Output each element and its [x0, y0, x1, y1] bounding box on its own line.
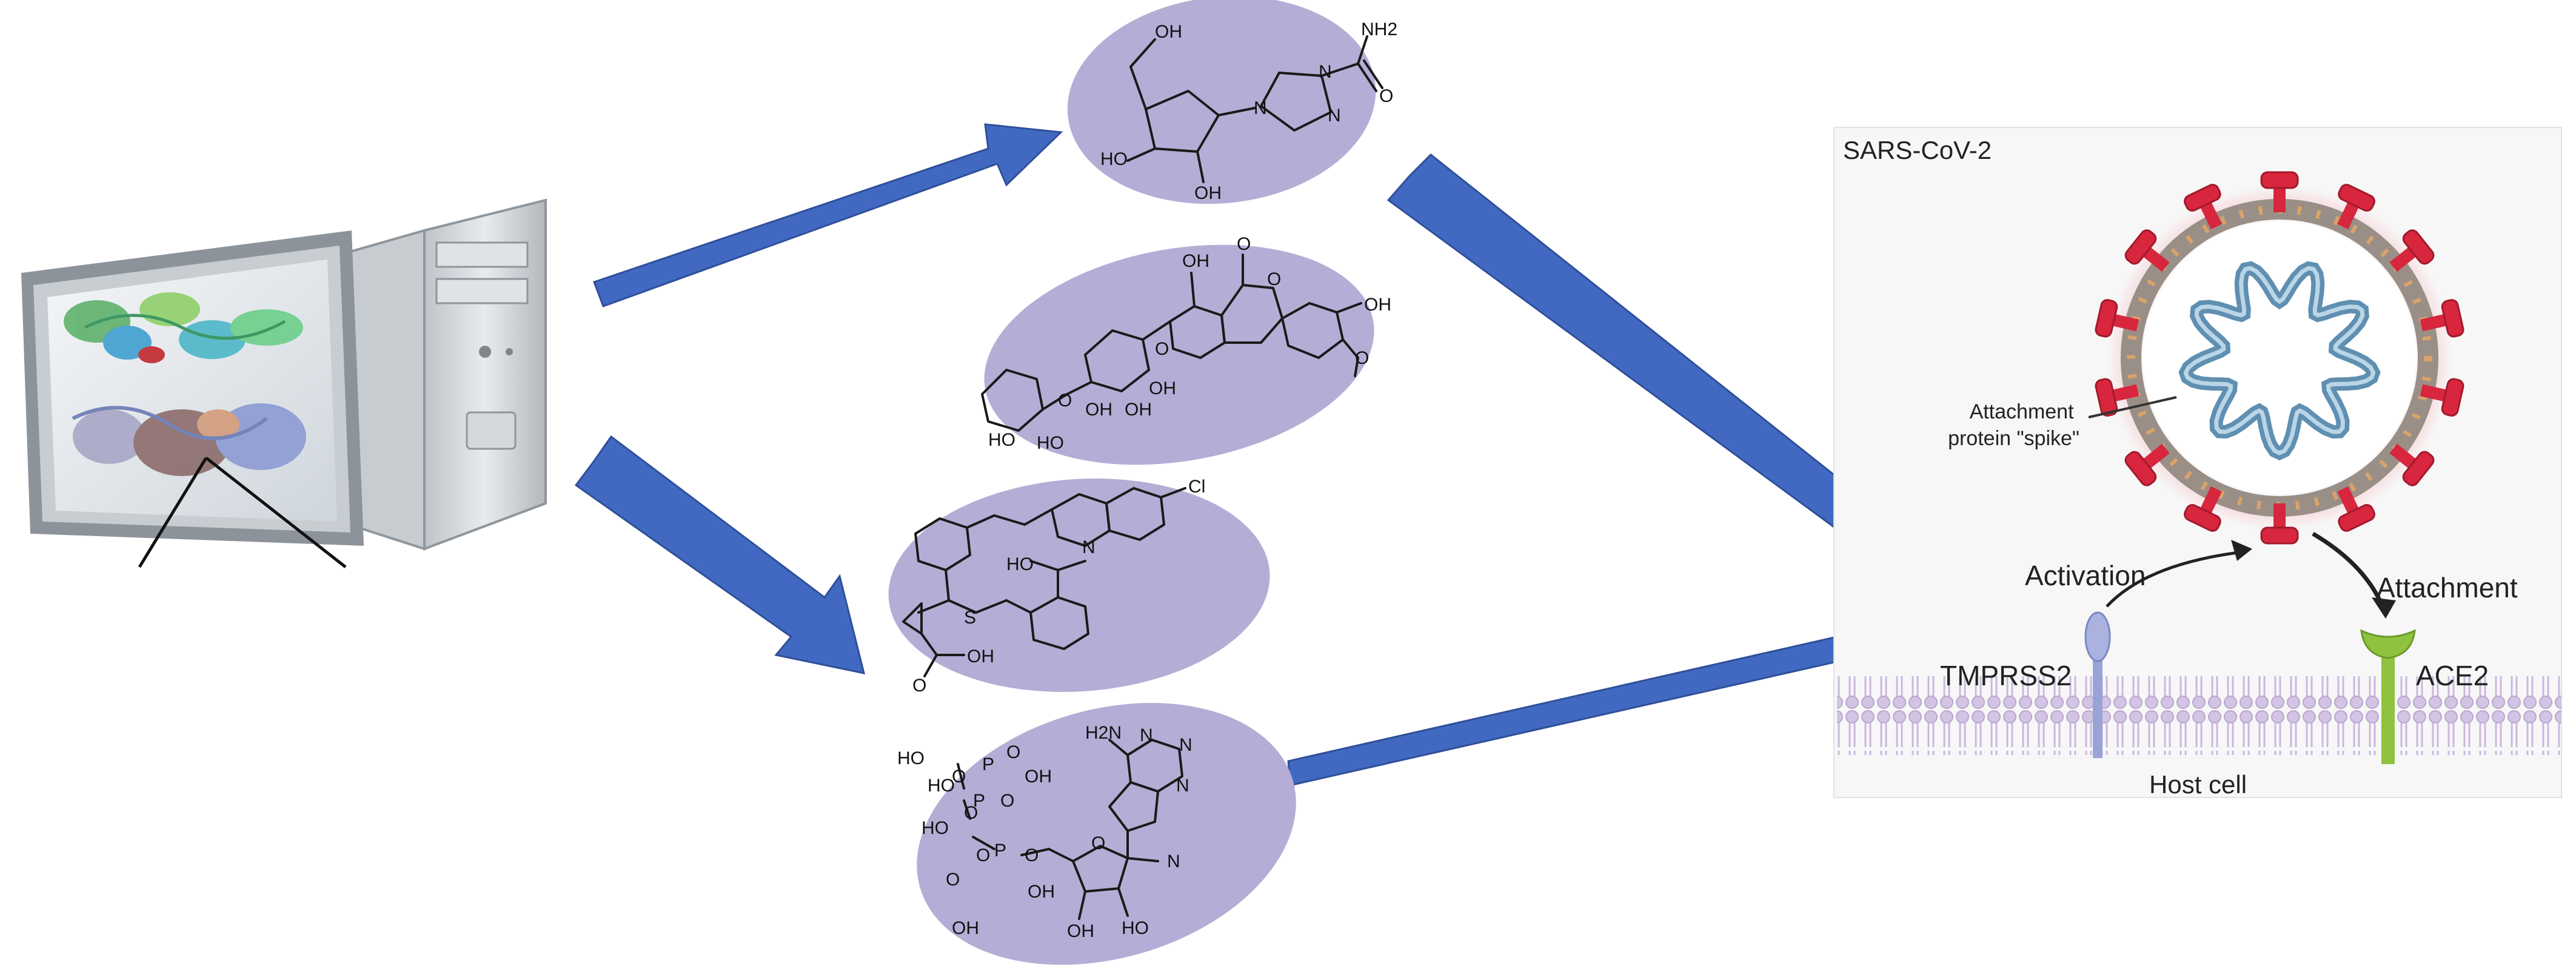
- activation-label: Activation: [2025, 560, 2146, 591]
- attachment-label: Attachment: [2377, 572, 2518, 603]
- atom-label: OH: [952, 918, 979, 938]
- spike-protein: [2389, 229, 2435, 272]
- atom-label: HO: [897, 748, 925, 768]
- atom-label: O: [1006, 742, 1020, 762]
- atom-label: OH: [1194, 183, 1222, 203]
- atom-label: OH: [1149, 378, 1176, 398]
- protein-structures: [64, 292, 306, 476]
- molecule-4: H2N N N N O OH HO HO HO OH O O O O P P P…: [897, 703, 1296, 965]
- atom-label: N: [1328, 106, 1341, 126]
- atom-label: HO: [922, 818, 949, 838]
- molecule-3: Cl N HO S OH O: [888, 477, 1270, 696]
- spike-protein: [2389, 443, 2435, 486]
- spike-protein: [2337, 486, 2375, 532]
- atom-label: HO: [1006, 554, 1034, 574]
- atom-label: O: [1091, 833, 1105, 853]
- ace2-label: ACE2: [2416, 660, 2489, 691]
- atom-label: O: [1355, 348, 1369, 368]
- atom-label: O: [1379, 86, 1393, 106]
- host-cell-label: Host cell: [2149, 770, 2247, 799]
- spike-label: Attachment protein "spike": [1948, 400, 2079, 450]
- atom-label: P: [973, 791, 985, 811]
- atom-label: O: [1000, 791, 1014, 811]
- atom-label: N: [1082, 537, 1096, 557]
- atom-label: OH: [1025, 767, 1052, 787]
- atom-label: O: [946, 870, 960, 890]
- atom-label: OH: [1155, 22, 1182, 42]
- atom-label: N: [1179, 735, 1193, 755]
- spike-protein: [2260, 171, 2299, 212]
- atom-label: O: [1155, 339, 1169, 359]
- spike-protein: [2184, 184, 2222, 230]
- spike-protein: [2337, 184, 2375, 230]
- spike-protein: [2420, 299, 2464, 338]
- atom-label: OH: [1067, 921, 1094, 941]
- arrow-computer-to-m3: [574, 435, 866, 674]
- host-membrane: [1837, 676, 2561, 755]
- spike-protein: [2260, 503, 2299, 545]
- spike-protein: [2184, 486, 2222, 532]
- spike-protein: [2420, 378, 2464, 417]
- atom-label: OH: [1125, 400, 1152, 420]
- atom-label: HO: [928, 776, 955, 796]
- atom-label: O: [1237, 234, 1251, 254]
- atom-label: Cl: [1188, 477, 1205, 497]
- tmprss2-receptor: [2084, 611, 2111, 758]
- atom-label: O: [952, 767, 966, 787]
- virus-title: SARS-CoV-2: [1843, 136, 1992, 164]
- spike-protein: [2124, 443, 2170, 486]
- atom-label: N: [1167, 851, 1180, 871]
- atom-label: HO: [988, 430, 1015, 450]
- atom-label: HO: [1100, 149, 1128, 169]
- atom-label: P: [994, 841, 1006, 861]
- molecule-2: OH O O OH O O O HO HO OH OH OH: [981, 234, 1391, 465]
- atom-label: O: [1025, 845, 1039, 865]
- atom-label: N: [1176, 776, 1189, 796]
- atom-label: O: [964, 803, 978, 823]
- atom-label: O: [912, 676, 926, 696]
- atom-label: O: [1267, 269, 1281, 289]
- atom-label: N: [1254, 98, 1267, 118]
- atom-label: P: [982, 754, 994, 774]
- atom-label: OH: [1028, 882, 1055, 902]
- spike-protein: [2095, 378, 2139, 417]
- atom-label: OH: [967, 646, 994, 666]
- atom-label: H2N: [1085, 723, 1122, 743]
- atom-label: N: [1140, 725, 1153, 745]
- virus-icon: [2095, 171, 2464, 545]
- ace2-receptor: [2360, 629, 2416, 764]
- virus-panel: SARS-CoV-2 Attachment protein "spike": [1833, 127, 2562, 799]
- atom-label: OH: [1182, 251, 1209, 271]
- atom-label: N: [1319, 62, 1332, 82]
- atom-label: OH: [1085, 400, 1112, 420]
- atom-label: NH2: [1361, 19, 1397, 39]
- atom-label: O: [1058, 391, 1072, 411]
- computer-icon: [21, 198, 547, 568]
- atom-label: OH: [1364, 295, 1391, 315]
- spike-protein: [2095, 299, 2139, 338]
- atom-label: HO: [1037, 433, 1064, 453]
- atom-label: S: [964, 608, 976, 628]
- atom-label: HO: [1122, 918, 1149, 938]
- spike-protein: [2124, 229, 2170, 272]
- arrow-computer-to-m1: [593, 123, 1063, 307]
- tmprss2-label: TMPRSS2: [1940, 660, 2072, 691]
- molecule-1: OH NH2 HO OH N N N O: [1067, 0, 1397, 204]
- atom-label: O: [976, 845, 990, 865]
